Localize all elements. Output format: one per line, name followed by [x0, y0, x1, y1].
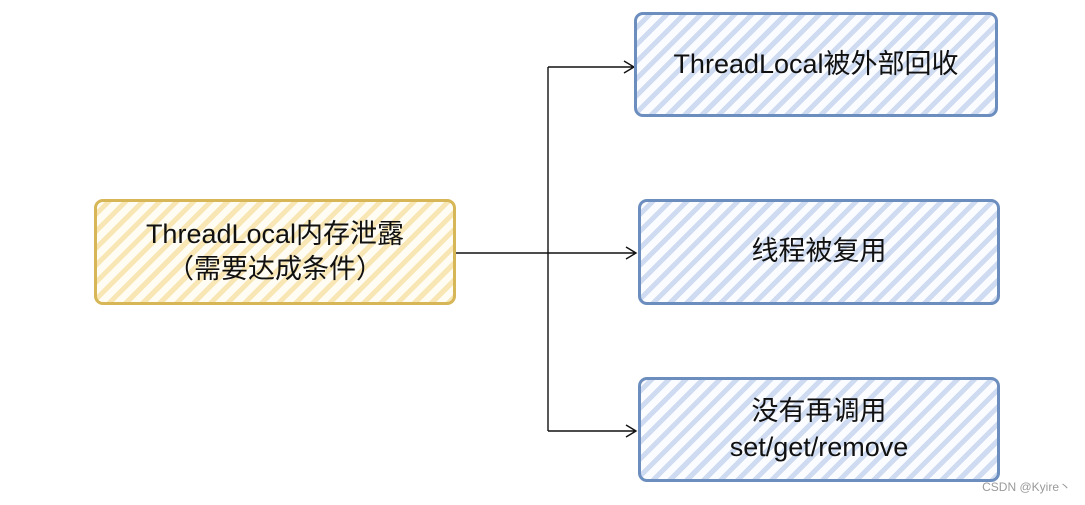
connector-to-condition-2: [548, 246, 638, 260]
condition-1-label: ThreadLocal被外部回收: [673, 48, 959, 79]
root-node-subtitle: （需要达成条件）: [166, 254, 383, 284]
condition-2-label: 线程被复用: [751, 236, 887, 267]
csdn-watermark: CSDN @Kyire丶: [982, 480, 1071, 494]
condition-node-externally-collected: ThreadLocal被外部回收: [634, 12, 998, 117]
connector-to-condition-1: [548, 60, 636, 74]
connector-trunk: [456, 67, 549, 431]
condition-3-label-line2: set/get/remove: [729, 431, 909, 462]
root-node-memory-leak: ThreadLocal内存泄露 （需要达成条件）: [94, 199, 456, 305]
condition-node-thread-reused: 线程被复用: [638, 199, 1000, 305]
root-node-title: ThreadLocal内存泄露: [145, 218, 405, 249]
connector-to-condition-3: [548, 424, 638, 438]
condition-3-label-line1: 没有再调用: [751, 396, 887, 427]
condition-node-no-remove-call: 没有再调用 set/get/remove: [638, 377, 1000, 482]
